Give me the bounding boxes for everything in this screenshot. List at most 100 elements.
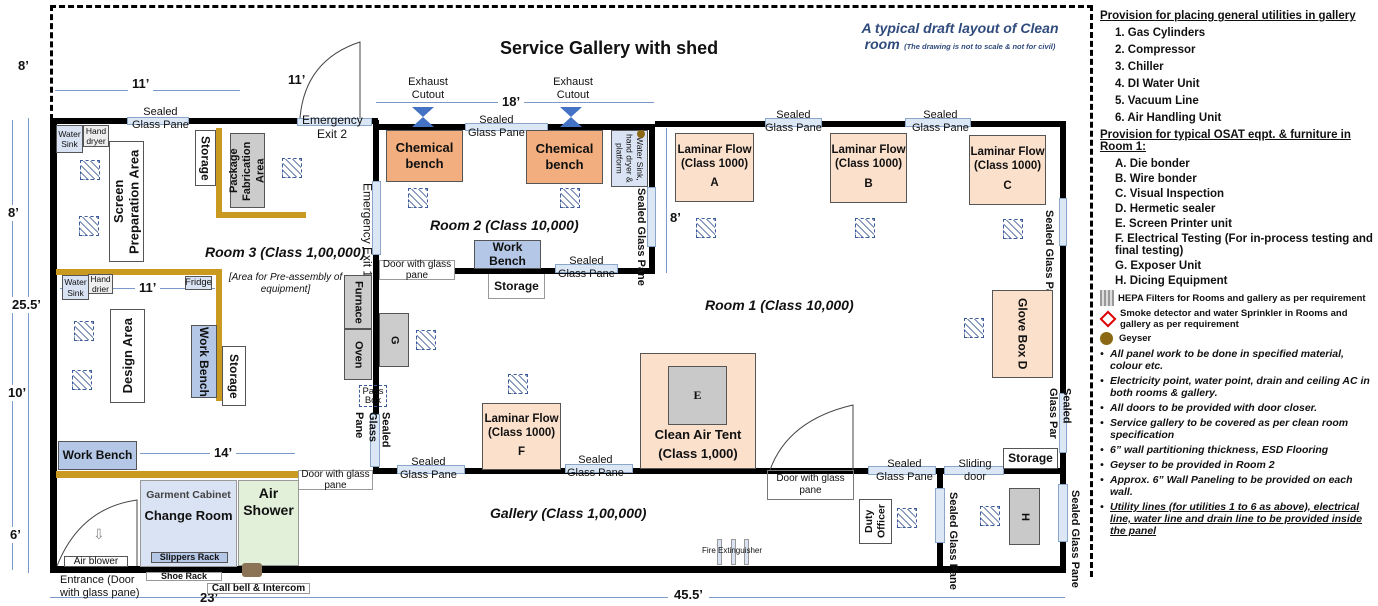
air-blower: Air blower (64, 556, 128, 567)
note-item: All doors to be provided with door close… (1100, 402, 1376, 414)
note-item: All panel work to be done in specified m… (1100, 348, 1376, 372)
note-item: Approx. 6” Wall Paneling to be provided … (1100, 474, 1376, 498)
hepa-filter-icon (560, 188, 580, 208)
hepa-filter-icon (408, 188, 428, 208)
dim-line-left-outer (28, 118, 29, 573)
smoke-detector-legend-text: Smoke detector and water Sprinkler in Ro… (1120, 308, 1348, 330)
dim-8-left: 8’ (8, 205, 19, 221)
oven: Oven (344, 329, 372, 380)
door-entry-gallery[interactable]: Door with glass pane (298, 469, 373, 491)
note-item: 6” wall partitioning thickness, ESD Floo… (1100, 444, 1376, 456)
door-swing-arc (769, 404, 854, 471)
fire-extinguisher-icon (731, 539, 736, 565)
hepa-filter-icon (416, 330, 436, 350)
sliding-door[interactable] (944, 466, 1004, 475)
subtitle-note: (The drawing is not to scale & not for c… (904, 42, 1056, 51)
wall-entry-divider (56, 471, 298, 478)
wall-top-room3 (50, 118, 378, 124)
emergency-exit-1-label: Emergency Exit 1 (360, 183, 375, 278)
laminar-flow-b: Laminar Flow(Class 1000)B (830, 133, 907, 203)
utility-item: 6. Air Handling Unit (1115, 112, 1222, 124)
glass-pane-gallery-3 (868, 466, 936, 475)
dicing-equipment-h: H (1009, 488, 1040, 545)
wall-room1-right (1060, 121, 1066, 573)
subtitle-line2: room (864, 36, 900, 52)
room-3-note: [Area for Pre-assembly of equipment] (228, 272, 343, 295)
glass-pane-duty (935, 488, 945, 543)
gallery-label: Gallery (Class 1,00,000) (490, 505, 647, 521)
hand-drier: Hand drier (88, 274, 113, 294)
hepa-filter-icon (72, 370, 92, 390)
door-room1-gallery[interactable]: Door with glass pane (767, 470, 854, 500)
glass-pane-room2-right (647, 187, 656, 247)
hepa-filter-icon (964, 318, 984, 338)
final-note: Utility lines (for utilities 1 to 6 as a… (1100, 501, 1376, 537)
change-room-label: Change Room (144, 507, 233, 523)
utility-item: 2. Compressor (1115, 44, 1196, 56)
glass-pane-room2-top (465, 123, 548, 131)
pass-box[interactable]: Pass Box (359, 385, 387, 407)
utility-item: 3. Chiller (1115, 61, 1164, 73)
hepa-filter-icon (74, 321, 94, 341)
call-bell-intercom: Call bell & Intercom (207, 583, 310, 594)
hepa-filter-icon (855, 218, 875, 238)
note-item: Service gallery to be covered as per cle… (1100, 417, 1376, 441)
laminar-flow-a: Laminar Flow(Class 1000)A (675, 133, 754, 202)
page-title: Service Gallery with shed (500, 38, 719, 58)
equipment-item: G. Exposer Unit (1115, 260, 1202, 272)
fridge: Fridge (185, 276, 212, 290)
dim-11-c: 11’ (135, 280, 161, 296)
wall-room3-divider-v (216, 269, 222, 401)
utility-item: 4. DI Water Unit (1115, 78, 1200, 90)
hepa-filter-icon (1100, 290, 1114, 306)
glass-pane-room3-top (127, 117, 189, 125)
emergency-exit-1-door[interactable] (372, 181, 381, 255)
entrance-door[interactable]: Entrance (Door with glass pane) (60, 574, 140, 600)
room-3-label: Room 3 (Class 1,00,000) (205, 244, 366, 260)
hepa-filter-icon (508, 374, 528, 394)
door-swing-arc (299, 41, 361, 119)
wall-room2-left (373, 120, 379, 472)
dim-8-room2: 8’ (670, 210, 681, 226)
glass-pane-room1-top-2 (905, 118, 971, 127)
screen-printer-e: E (668, 366, 727, 425)
wall-package-h (216, 212, 306, 218)
chemical-bench-1: Chemical bench (386, 130, 463, 182)
door-swing-arc (56, 499, 138, 567)
subtitle-line1: A typical draft layout of Clean (861, 20, 1059, 36)
exhaust-cutout-label-2: Exhaust Cutout (553, 76, 593, 102)
fire-extinguisher-icon (717, 539, 722, 565)
equipment-item: H. Dicing Equipment (1115, 275, 1228, 287)
hepa-filter-icon (980, 506, 1000, 526)
work-bench-room3: Work Bench (191, 325, 217, 398)
equipment-item: A. Die bonder (1115, 158, 1190, 170)
shoe-rack: Shoe Rack (146, 571, 222, 581)
geyser-icon (1100, 332, 1113, 345)
glass-pane-room1-right-1 (1059, 198, 1067, 246)
storage-room2: Storage (488, 274, 545, 299)
glove-box-d: Glove Box D (992, 290, 1053, 378)
glass-pane-gallery-1 (397, 465, 465, 474)
emergency-exit-2-door[interactable] (297, 118, 372, 126)
utility-item: 1. Gas Cylinders (1115, 27, 1206, 39)
geyser-legend-text: Geyser (1119, 333, 1152, 344)
door-room3-room2[interactable]: Door with glass pane (379, 259, 455, 281)
work-bench-room2: Work Bench (474, 240, 541, 269)
storage-room3: Storage (222, 346, 246, 406)
dim-line-left-inner (12, 120, 13, 570)
shed-border-left (50, 5, 53, 120)
screen-preparation-area: Screen Preparation Area (109, 141, 144, 262)
wall-room1-top (655, 121, 1066, 127)
drawing-subtitle: A typical draft layout of Clean room (Th… (840, 20, 1080, 54)
dim-11-a: 11’ (128, 76, 154, 92)
dim-14: 14’ (210, 445, 237, 461)
smoke-detector-icon (1099, 310, 1117, 328)
design-area: Design Area (110, 309, 145, 403)
exhaust-cutout-label-1: Exhaust Cutout (408, 76, 448, 102)
